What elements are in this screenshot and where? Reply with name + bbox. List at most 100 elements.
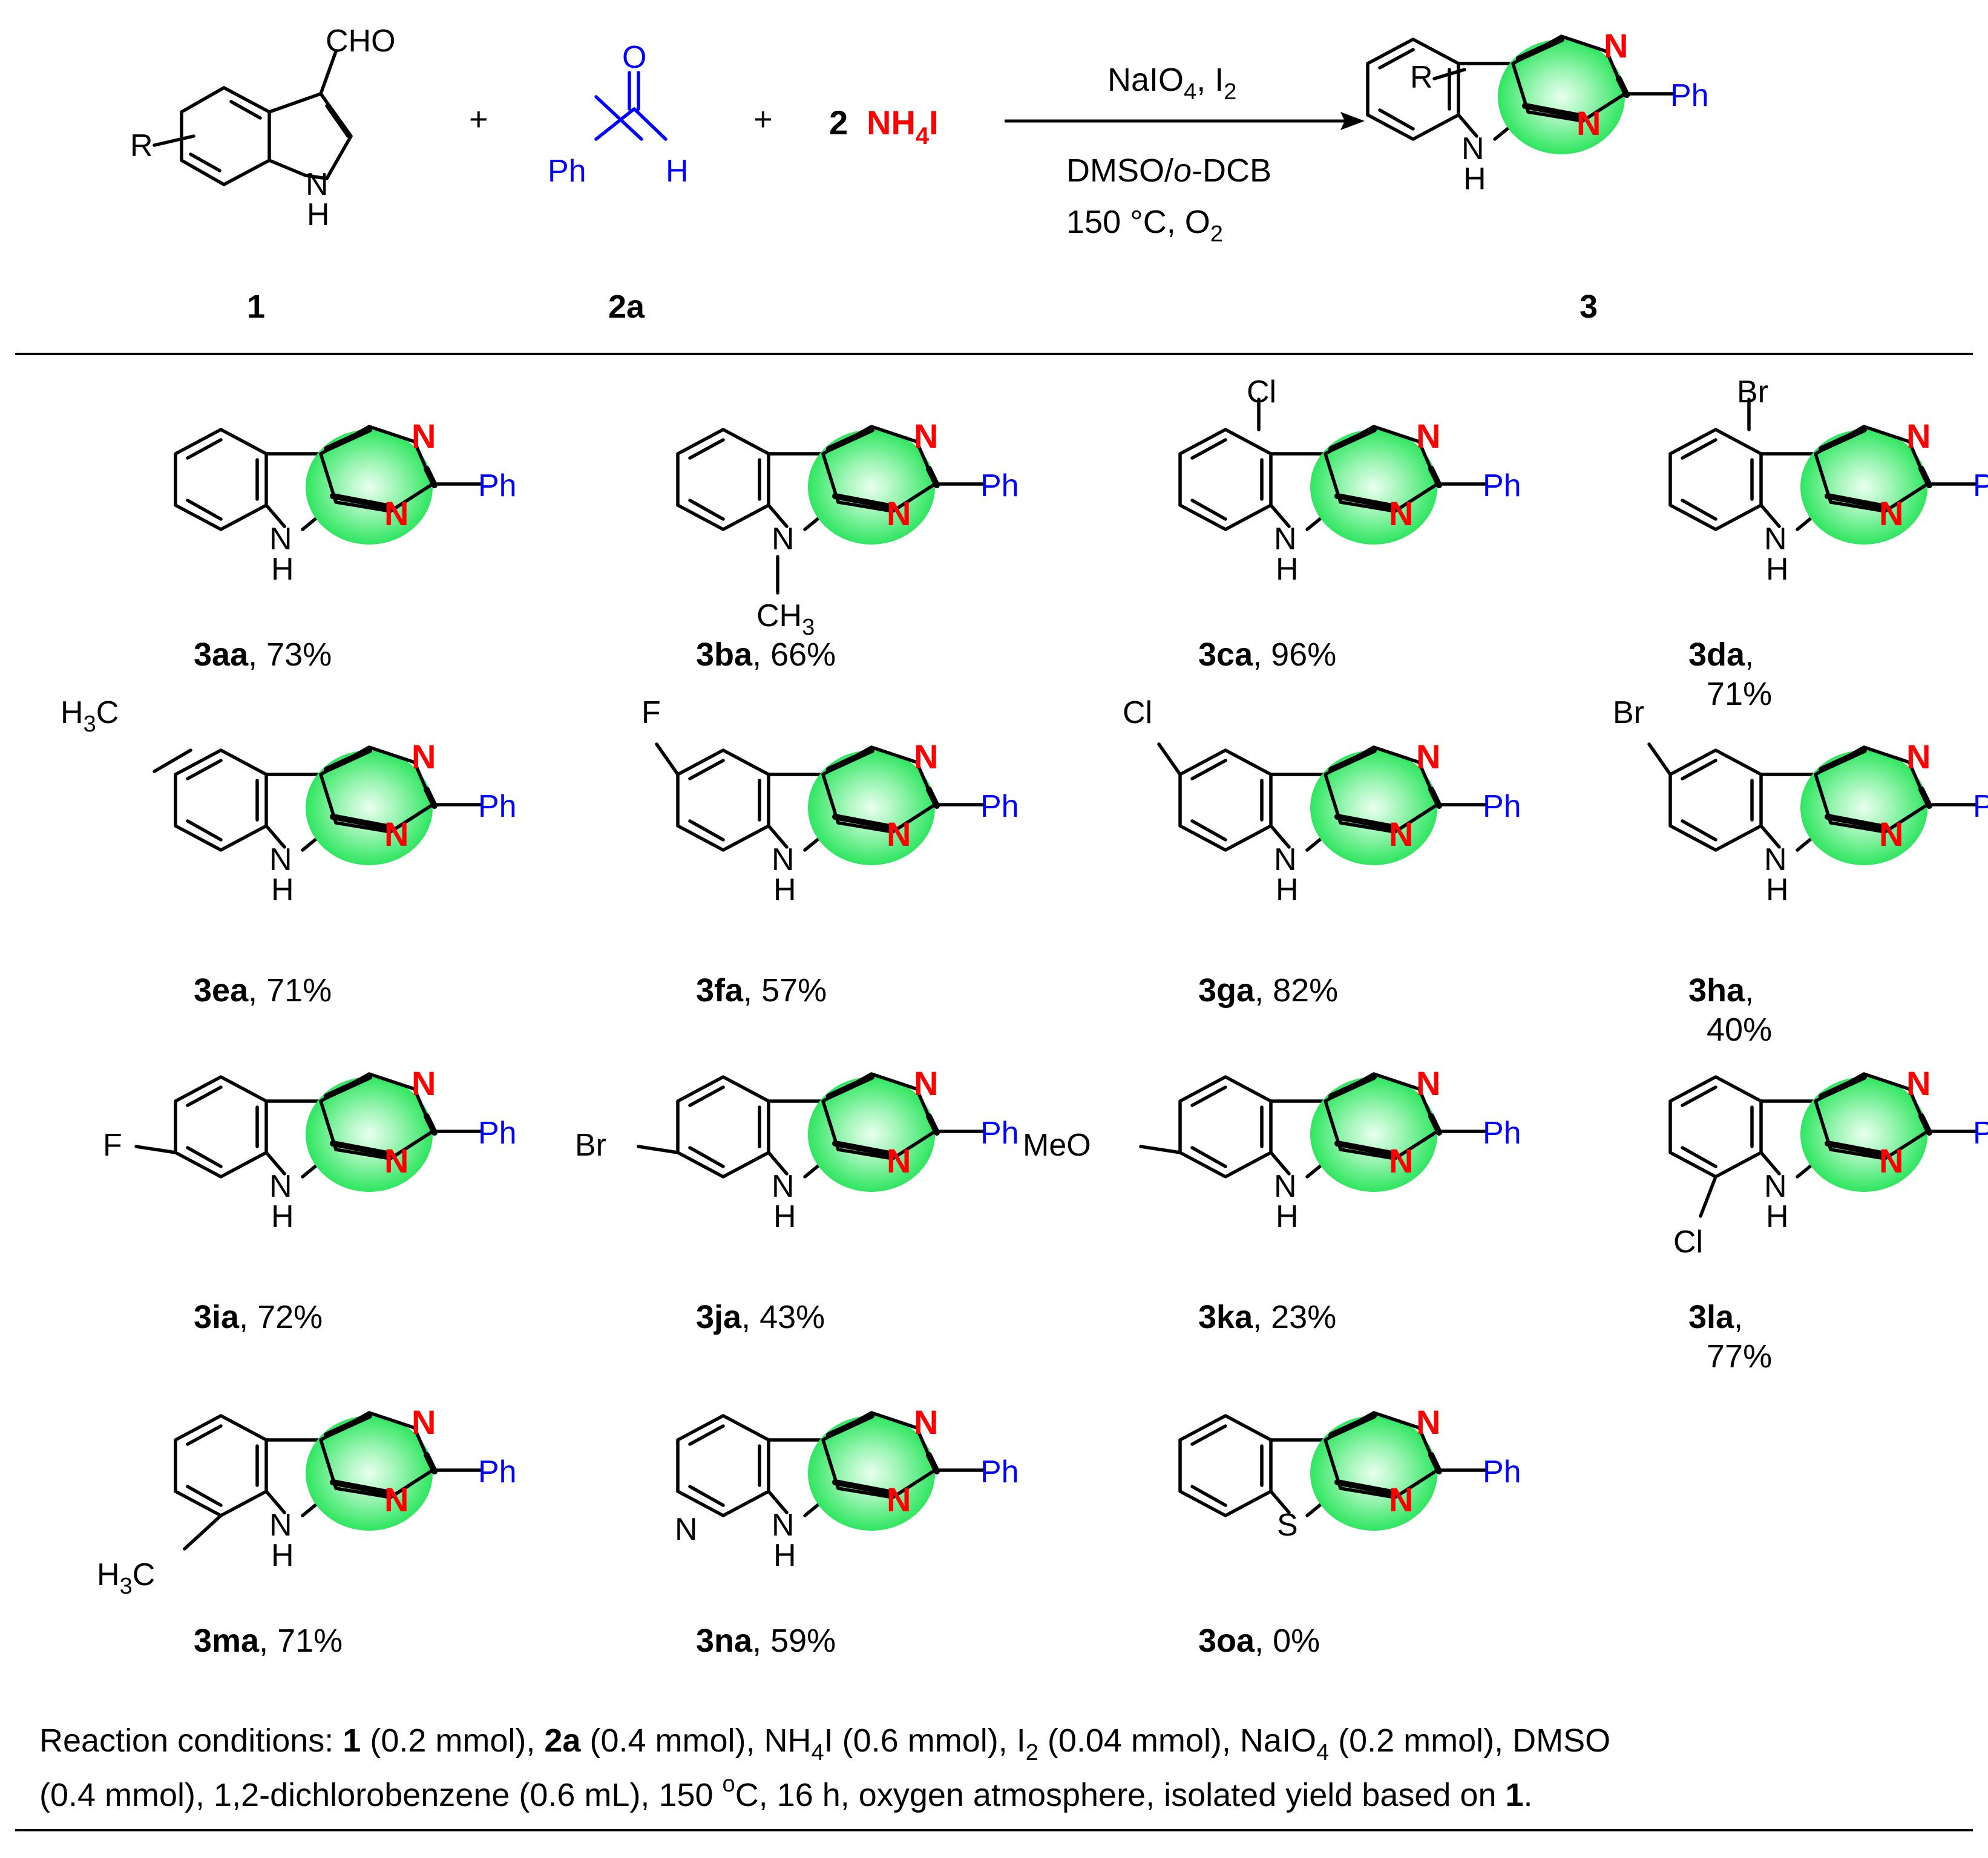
pyrimidine-n-bottom: N <box>384 494 408 532</box>
substituent-3ha: Br <box>1613 695 1644 730</box>
indole-n-label: N <box>1764 522 1787 557</box>
pyrimidine-n-bottom: N <box>887 815 911 853</box>
pyrimidine-n-bottom: N <box>887 1480 911 1519</box>
yield-3ma: 71% <box>277 1623 343 1659</box>
yield-3da: 71% <box>1707 676 1772 712</box>
indole-n-label: N <box>1274 1169 1297 1204</box>
substituent-3fa: F <box>641 695 661 730</box>
pyrimidine-n-bottom: N <box>1389 1142 1413 1180</box>
substituent-3la: Cl <box>1673 1225 1703 1260</box>
fn-text-8: C, 16 h, oxygen atmosphere, isolated yie… <box>735 1777 1506 1813</box>
substituent-3ba: CH3 <box>756 598 815 640</box>
fn-text-2: (0.2 mmol), <box>361 1722 544 1759</box>
substituent-3ca: Cl <box>1247 375 1276 410</box>
aldehyde-o-label: O <box>622 40 646 75</box>
pyrimidine-n-top: N <box>1416 1403 1440 1441</box>
phenyl-label: Ph <box>1483 789 1521 824</box>
indole-n-label: N <box>1461 131 1484 166</box>
label-compound-2a: 2a <box>608 289 645 325</box>
indole-n-label: N <box>772 842 795 877</box>
indole-h-label: H <box>773 872 796 908</box>
pyrimidine-n-top: N <box>914 1064 938 1102</box>
fn-text-4: I (0.6 mmol), I <box>824 1722 1026 1759</box>
r-substituent-label: R <box>130 128 153 163</box>
aldehyde-ph-label: Ph <box>548 154 586 189</box>
reagent-i: I <box>929 103 939 142</box>
label-3la: 3la, 77% <box>1688 1299 1772 1375</box>
indole-h-label: H <box>773 1199 796 1234</box>
label-comma: , <box>1734 1299 1752 1335</box>
footnote: Reaction conditions: 1 (0.2 mmol), 2a (0… <box>15 1722 1973 1831</box>
cond-temp: 150 °C, O <box>1066 204 1210 240</box>
pyrimidine-n-bottom: N <box>1879 815 1903 853</box>
indole-h-label: H <box>271 1199 294 1234</box>
fn-text-6: (0.2 mmol), DMSO <box>1329 1722 1610 1759</box>
pyrimidine-n-bottom: N <box>1576 104 1601 142</box>
pyrimidine-n-bottom: N <box>1879 494 1903 532</box>
cond-naio: NaIO <box>1107 62 1184 98</box>
cond-ortho: o <box>1173 152 1192 189</box>
fn-text-9: . <box>1524 1777 1533 1813</box>
thiophene-s-label: S <box>1277 1508 1298 1543</box>
phenyl-label: Ph <box>1483 1454 1521 1490</box>
pyrimidine-highlight <box>1498 39 1625 154</box>
indole-h-label: H <box>1276 872 1299 908</box>
pyrimidine-n-bottom: N <box>887 494 911 532</box>
yield-3ea: 71% <box>266 972 332 1009</box>
pyrimidine-highlight <box>1800 750 1927 865</box>
cond-dmso: DMSO/ <box>1066 152 1173 189</box>
indole-n-label: N <box>1764 842 1787 877</box>
pyrimidine-n-bottom: N <box>887 1142 911 1180</box>
fn-sub-1: 4 <box>812 1740 824 1765</box>
pyrimidine-n-top: N <box>1416 1064 1440 1102</box>
pyrimidine-highlight <box>1800 1077 1927 1192</box>
label-3ma: 3ma, 71% <box>194 1623 343 1659</box>
pyrimidine-highlight <box>306 1077 433 1192</box>
fn-text-7: (0.4 mmol), 1,2-dichlorobenzene (0.6 mL)… <box>39 1777 723 1813</box>
phenyl-label: Ph <box>1483 468 1521 503</box>
cond-i-sub: 2 <box>1224 79 1236 105</box>
reagent-subscript: 4 <box>916 123 930 149</box>
pyrimidine-highlight <box>1310 430 1437 545</box>
yield-3ca: 96% <box>1271 636 1336 673</box>
label-comma: , <box>752 1623 770 1659</box>
label-3da: 3da, 71% <box>1688 636 1772 712</box>
yield-3fa: 57% <box>761 972 827 1009</box>
pyrimidine-n-top: N <box>1906 1064 1931 1102</box>
label-3ea: 3ea, 71% <box>194 972 332 1009</box>
fn-text-3: (0.4 mmol), NH <box>580 1722 811 1759</box>
label-comma: , <box>1253 636 1271 673</box>
label-comma: , <box>1745 636 1763 673</box>
label-comma: , <box>1253 1299 1271 1335</box>
label-3ka: 3ka, 23% <box>1198 1299 1336 1335</box>
label-comma: , <box>1745 972 1763 1009</box>
fn-sub-2: 2 <box>1026 1740 1038 1765</box>
substituent-3ja: Br <box>575 1128 606 1163</box>
svg-text:(0.4 mmol), 1,2-dichlorobenzen: (0.4 mmol), 1,2-dichlorobenzene (0.6 mL)… <box>39 1771 1533 1813</box>
indole-n-label: N <box>772 1169 795 1204</box>
indole-n-label: N <box>306 167 329 202</box>
indole-h-label: H <box>1276 1199 1299 1234</box>
label-3ia: 3ia, 72% <box>194 1299 323 1335</box>
phenyl-label: Ph <box>980 789 1019 824</box>
fn-sub-3: 4 <box>1316 1740 1329 1765</box>
reactant-benzaldehyde: O Ph H <box>548 40 689 189</box>
pyrimidine-n-bottom: N <box>384 815 408 853</box>
substituent-3ea: H3C <box>61 695 119 737</box>
pyrimidine-n-top: N <box>914 417 938 455</box>
svg-text:150 °C, O2: 150 °C, O2 <box>1066 204 1223 247</box>
plus-sign-2: + <box>753 101 773 137</box>
pyrimidine-n-bottom: N <box>1389 1480 1413 1519</box>
fn-bold-1: 1 <box>343 1722 361 1759</box>
indole-n-label: N <box>1274 842 1297 877</box>
product-r-label: R <box>1410 60 1433 95</box>
pyrimidine-n-top: N <box>1906 738 1931 776</box>
